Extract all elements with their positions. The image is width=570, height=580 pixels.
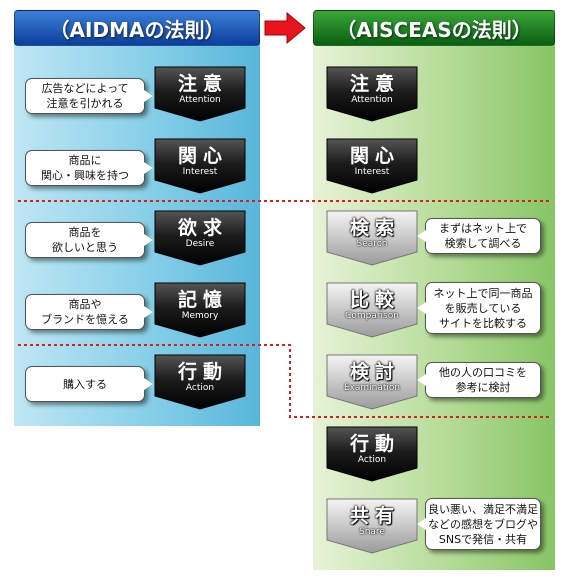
step-shape-aisceas-1	[326, 138, 418, 194]
bubble-text-aidma-0: 広告などによって 注意を引かれる	[41, 82, 129, 110]
bubble-aisceas-2: まずはネット上で 検索して調べる	[417, 218, 541, 254]
step-english-aisceas-5: Action	[357, 455, 387, 465]
bubble-aidma-2: 商品を 欲しいと思う	[25, 222, 153, 258]
step-shape-aisceas-6	[326, 498, 418, 554]
step-english-aisceas-3: Comparison	[345, 311, 399, 321]
step-shape-aidma-4	[154, 354, 246, 410]
step-english-aidma-3: Memory	[181, 311, 219, 321]
step-english-aisceas-0: Attention	[351, 95, 393, 105]
bubble-aisceas-6: 良い悪い、満足不満足 などの感想をブログや SNSで発信・共有	[417, 498, 541, 550]
step-kanji-aidma-2: 欲求	[177, 217, 228, 239]
bubble-text-aidma-4: 購入する	[63, 377, 107, 391]
divider-line-lower	[18, 344, 552, 418]
step-kanji-aidma-3: 記憶	[177, 289, 228, 311]
step-shape-aisceas-2	[326, 210, 418, 266]
step-kanji-aisceas-4: 検討	[349, 361, 400, 383]
step-shape-aidma-3	[154, 282, 246, 338]
step-kanji-aidma-1: 関心	[177, 145, 228, 167]
bubble-text-aisceas-4: 他の人の口コミを 参考に検討	[439, 366, 527, 394]
step-shape-aisceas-5	[326, 426, 418, 482]
step-english-aidma-4: Action	[185, 383, 215, 393]
step-kanji-aidma-4: 行動	[177, 361, 228, 383]
bubble-text-aidma-2: 商品を 欲しいと思う	[52, 226, 118, 254]
step-english-aisceas-2: Search	[356, 239, 388, 249]
step-shape-aidma-1	[154, 138, 246, 194]
step-english-aidma-1: Interest	[182, 167, 218, 177]
aisceas-title-banner: （AISCEASの法則）	[313, 10, 555, 46]
step-kanji-aisceas-2: 検索	[349, 217, 400, 239]
step-english-aidma-0: Attention	[179, 95, 221, 105]
bubble-aisceas-3: ネット上で同一商品 を販売している サイトを比較する	[417, 282, 541, 334]
step-kanji-aidma-0: 注意	[177, 73, 228, 95]
step-english-aisceas-1: Interest	[354, 167, 390, 177]
bubble-text-aisceas-2: まずはネット上で 検索して調べる	[439, 222, 527, 250]
step-shape-aisceas-3	[326, 282, 418, 338]
aidma-title: （AIDMAの法則）	[49, 17, 225, 42]
bubble-aidma-0: 広告などによって 注意を引かれる	[25, 78, 153, 114]
step-english-aidma-2: Desire	[185, 239, 215, 249]
bubble-aidma-3: 商品や ブランドを憶える	[25, 294, 153, 330]
step-shape-aisceas-4	[326, 354, 418, 410]
step-kanji-aisceas-5: 行動	[349, 433, 400, 455]
bubble-aisceas-4: 他の人の口コミを 参考に検討	[417, 362, 541, 398]
step-shape-aidma-0	[154, 66, 246, 122]
bubble-text-aidma-1: 商品に 関心・興味を持つ	[41, 154, 129, 182]
step-kanji-aisceas-6: 共有	[349, 505, 400, 527]
step-english-aisceas-4: Examination	[343, 383, 401, 393]
bubble-aidma-1: 商品に 関心・興味を持つ	[25, 150, 153, 186]
arrow-right-icon	[264, 12, 306, 44]
aisceas-title: （AISCEASの法則）	[336, 17, 532, 42]
bubble-aidma-4: 購入する	[25, 366, 153, 402]
step-shape-aidma-2	[154, 210, 246, 266]
step-kanji-aisceas-3: 比較	[349, 289, 400, 311]
bubble-text-aisceas-3: ネット上で同一商品 を販売している サイトを比較する	[433, 286, 533, 330]
aidma-title-banner: （AIDMAの法則）	[14, 10, 260, 46]
step-shape-aisceas-0	[326, 66, 418, 122]
step-kanji-aisceas-0: 注意	[349, 73, 400, 95]
step-english-aisceas-6: Share	[359, 527, 385, 537]
bubble-text-aisceas-6: 良い悪い、満足不満足 などの感想をブログや SNSで発信・共有	[428, 502, 538, 546]
step-kanji-aisceas-1: 関心	[349, 145, 400, 167]
bubble-text-aidma-3: 商品や ブランドを憶える	[41, 298, 129, 326]
